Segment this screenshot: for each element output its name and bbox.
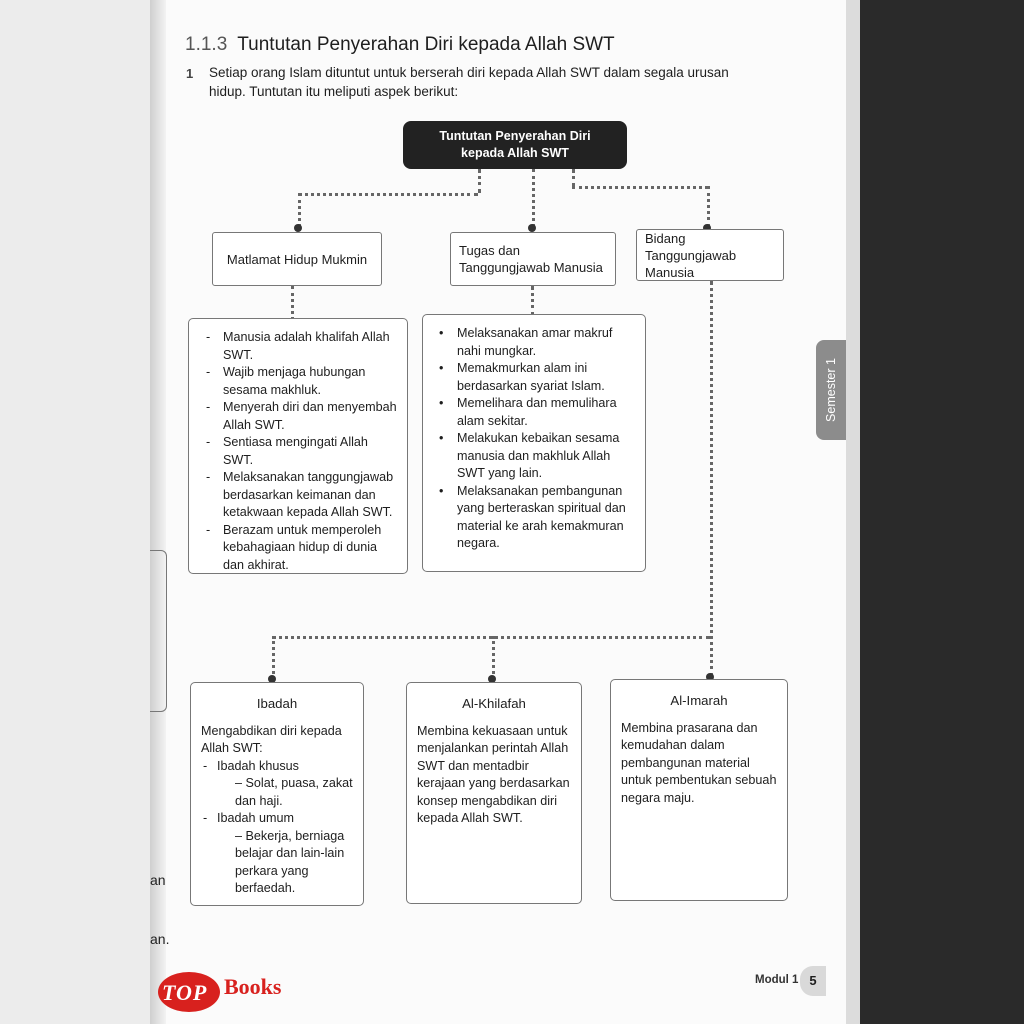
left-page-edge	[0, 0, 150, 1024]
branch-label-line-2: Manusia	[645, 264, 695, 280]
book-spine-shadow	[150, 0, 166, 1024]
page-number: 5	[800, 966, 826, 996]
logo-circle	[158, 972, 220, 1012]
topbooks-logo: TOP Books	[158, 966, 318, 1016]
logo-books-text: Books	[224, 974, 282, 999]
list-item: Sentiasa mengingati Allah SWT.	[199, 434, 399, 469]
list-item: Memakmurkan alam ini berdasarkan syariat…	[433, 360, 637, 395]
background-dark	[860, 0, 1024, 1024]
box-al-khilafah: Al-Khilafah Membina kekuasaan untuk menj…	[406, 682, 582, 904]
list-item: Melaksanakan amar makruf nahi mungkar.	[433, 325, 637, 360]
logo-top-text: TOP	[162, 980, 208, 1005]
semester-tab-label: Semester 1	[824, 358, 838, 422]
ibadah-item: - Ibadah umum – Bekerja, berniaga belaja…	[201, 810, 353, 898]
root-line-1: Tuntutan Penyerahan Diri	[439, 129, 591, 143]
branch-label: Matlamat Hidup Mukmin	[226, 251, 368, 267]
branch-label-line-1: Bidang Tanggungjawab	[645, 230, 737, 263]
list-item: Berazam untuk memperoleh kebahagiaan hid…	[199, 522, 399, 575]
list-tugas-tanggungjawab: Melaksanakan amar makruf nahi mungkar. M…	[422, 314, 646, 572]
margin-text-fragment: an	[150, 872, 166, 888]
list-item: Memelihara dan memulihara alam sekitar.	[433, 395, 637, 430]
intro-paragraph: Setiap orang Islam dituntut untuk berser…	[209, 65, 729, 99]
footer-module: Modul 1	[755, 974, 799, 986]
box-al-imarah: Al-Imarah Membina prasarana dan kemudaha…	[610, 679, 788, 901]
box-title: Al-Imarah	[670, 693, 728, 708]
box-text: Membina prasarana dan kemudahan dalam pe…	[621, 720, 777, 805]
ibadah-item-detail: – Solat, puasa, zakat dan haji.	[235, 776, 353, 808]
ibadah-item-detail: – Bekerja, berniaga belajar dan lain-lai…	[235, 828, 345, 896]
branch-bidang-tanggungjawab: Bidang Tanggungjawab Manusia	[636, 229, 784, 281]
branch-label-line-1: Tugas dan	[459, 243, 520, 258]
box-title: Al-Khilafah	[462, 696, 526, 711]
list-matlamat-hidup: Manusia adalah khalifah Allah SWT. Wajib…	[188, 318, 408, 574]
diagram-root-node: Tuntutan Penyerahan Diri kepada Allah SW…	[403, 121, 627, 169]
ibadah-item-label: Ibadah umum	[217, 811, 295, 825]
box-ibadah: Ibadah Mengabdikan diri kepada Allah SWT…	[190, 682, 364, 906]
list-item: Manusia adalah khalifah Allah SWT.	[199, 329, 399, 364]
margin-box-fragment	[150, 550, 167, 712]
branch-tugas-tanggungjawab: Tugas dan Tanggungjawab Manusia	[450, 232, 616, 286]
section-heading: 1.1.3 Tuntutan Penyerahan Diri kepada All…	[185, 34, 615, 56]
ibadah-item-label: Ibadah khusus	[217, 758, 299, 773]
section-number: 1.1.3	[185, 34, 228, 55]
list-item: Melaksanakan tanggungjawab berdasarkan k…	[199, 469, 399, 522]
branch-label-line-2: Tanggungjawab Manusia	[459, 260, 603, 275]
semester-tab: Semester 1	[816, 340, 846, 440]
list-item: Menyerah diri dan menyembah Allah SWT.	[199, 399, 399, 434]
right-page-edge	[846, 0, 860, 1024]
paragraph-number: 1	[186, 66, 194, 81]
list-item: Melaksanakan pembangunan yang berteraska…	[433, 483, 637, 553]
section-title: Tuntutan Penyerahan Diri kepada Allah SW…	[237, 34, 615, 55]
box-intro: Mengabdikan diri kepada Allah SWT:	[201, 723, 342, 756]
margin-text-fragment: an.	[150, 931, 170, 947]
branch-matlamat-hidup: Matlamat Hidup Mukmin	[212, 232, 382, 286]
root-line-2: kepada Allah SWT	[461, 146, 569, 160]
box-title: Ibadah	[256, 696, 298, 711]
list-item: Wajib menjaga hubungan sesama makhluk.	[199, 364, 399, 399]
ibadah-item: - Ibadah khusus – Solat, puasa, zakat da…	[201, 758, 353, 811]
list-item: Melakukan kebaikan sesama manusia dan ma…	[433, 430, 637, 483]
box-text: Membina kekuasaan untuk menjalankan peri…	[417, 723, 570, 826]
